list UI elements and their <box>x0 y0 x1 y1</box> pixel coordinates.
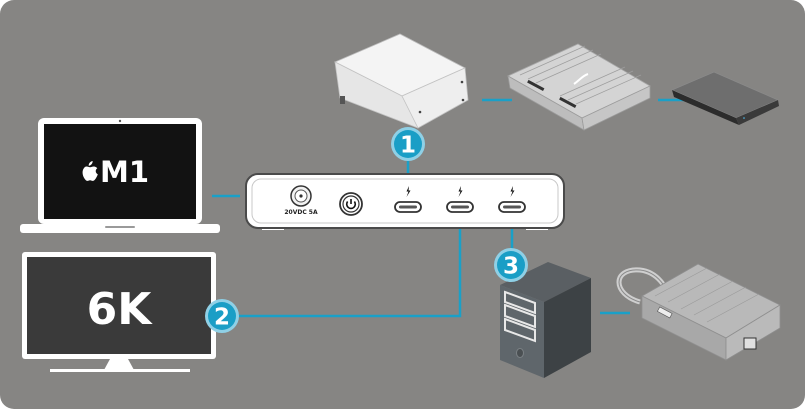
laptop-camera <box>118 119 122 123</box>
power-button[interactable] <box>339 192 363 216</box>
laptop-base <box>20 224 220 233</box>
apple-logo-icon <box>82 161 98 181</box>
laptop-screen <box>44 124 196 219</box>
thunderbolt-port-1[interactable] <box>394 186 422 213</box>
badge-1: 1 <box>391 127 425 161</box>
monitor-label: 6K <box>87 284 154 335</box>
monitor-stand <box>104 359 134 370</box>
ethernet-port-icon <box>743 337 757 350</box>
power-icon <box>345 199 357 210</box>
power-rating-label: 20VDC 5A <box>284 209 318 216</box>
pcie-expansion-chassis <box>507 43 651 131</box>
dc-power-jack-icon <box>290 185 312 207</box>
tower-computer <box>500 262 591 378</box>
laptop-notch <box>105 226 135 228</box>
badge-2: 2 <box>205 299 239 333</box>
dock-body <box>245 173 565 229</box>
storage-enclosure <box>334 33 469 129</box>
monitor-screen <box>27 257 211 354</box>
dock-face <box>251 178 559 224</box>
thunderbolt-icon <box>406 186 411 197</box>
thunderbolt-port-3[interactable] <box>498 186 526 213</box>
thunderbolt-icon <box>458 186 463 197</box>
laptop: M1 <box>20 118 220 233</box>
thunderbolt-dock: 20VDC 5A <box>245 173 565 230</box>
badge-3: 3 <box>494 248 528 282</box>
badge-3-label: 3 <box>503 254 519 280</box>
portable-drive <box>670 71 780 125</box>
ethernet-adapter <box>616 263 781 361</box>
badge-1-label: 1 <box>400 133 416 159</box>
cable-port2-monitor <box>238 218 462 318</box>
badge-2-label: 2 <box>214 305 230 331</box>
laptop-label: M1 <box>100 155 149 189</box>
monitor-6k: 6K <box>22 252 216 372</box>
monitor-foot <box>50 369 190 372</box>
thunderbolt-icon <box>510 186 515 197</box>
thunderbolt-port-2[interactable] <box>446 186 474 213</box>
